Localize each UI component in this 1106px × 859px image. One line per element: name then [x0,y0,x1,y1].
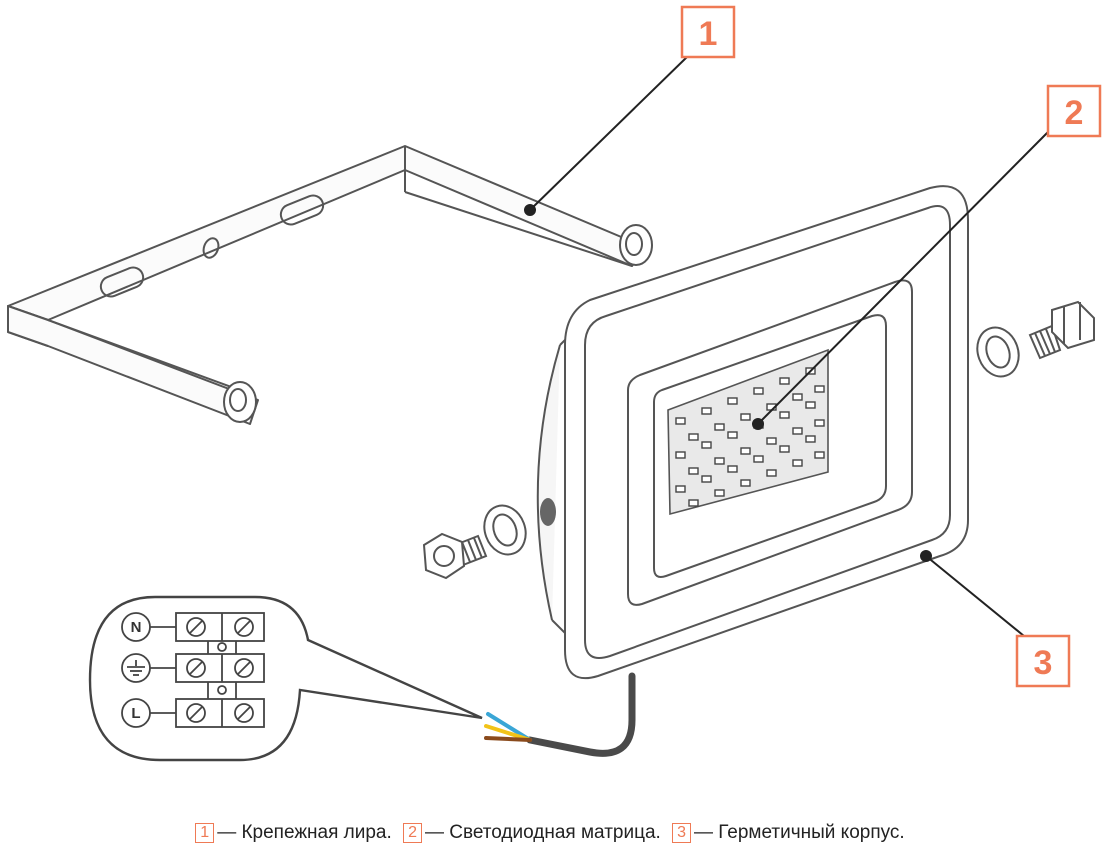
terminal-n-label: N [131,619,142,636]
left-bolt [422,504,527,580]
legend: 1— Крепежная лира. 2— Светодиодная матри… [0,822,1106,844]
legend-text-3: — Герметичный корпус. [694,822,905,843]
legend-number-3: 3 [672,823,691,843]
floodlight-diagram: N L 1 2 3 [7,5,1102,762]
legend-number-1: 1 [195,823,215,843]
callout-1: 1 [680,5,736,59]
wiring-callout: N L [88,595,483,762]
power-cable [484,672,636,757]
mounting-bracket [7,145,653,425]
leader-lines [524,55,1049,637]
callout-3: 3 [1015,634,1071,688]
svg-text:1: 1 [699,15,718,53]
terminal-l-label: L [131,705,140,722]
callout-2: 2 [1046,84,1102,138]
legend-text-2: — Светодиодная матрица. [424,822,661,843]
svg-text:3: 3 [1034,644,1053,682]
legend-number-2: 2 [403,823,422,843]
legend-text-1: — Крепежная лира. [217,822,392,843]
right-bolt [976,300,1095,378]
svg-text:2: 2 [1065,94,1084,132]
